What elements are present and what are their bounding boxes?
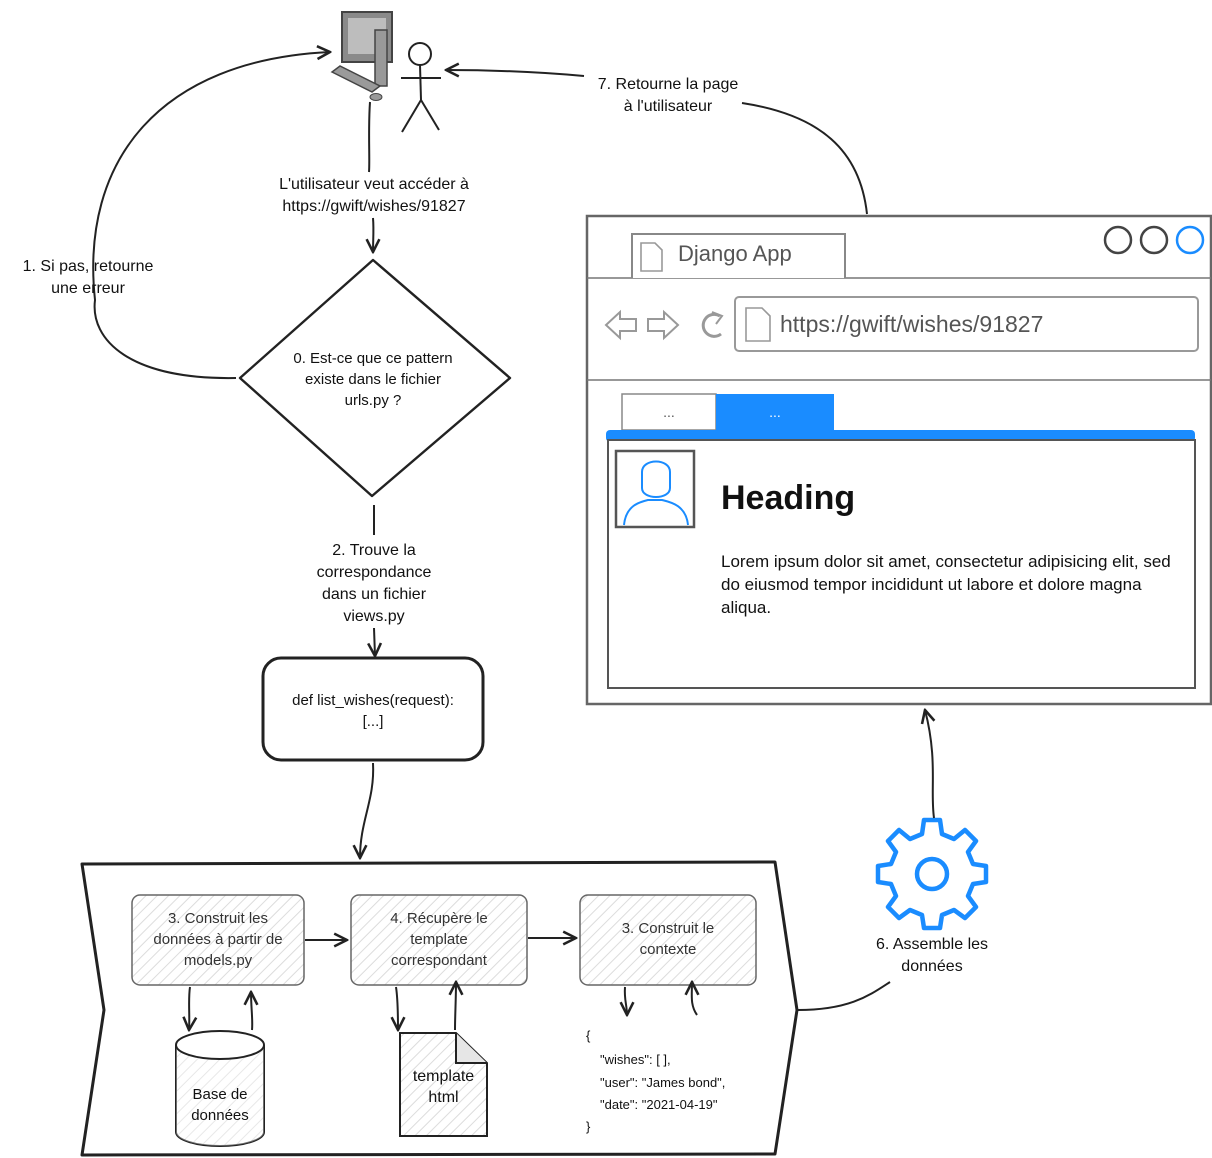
decision-line-1: 0. Est-ce que ce pattern	[293, 350, 453, 367]
request-label-text: L'utilisateur veut accéder à	[279, 176, 469, 193]
forward-arrow-icon[interactable]	[647, 309, 680, 341]
json-to-context-arrow	[692, 982, 697, 1016]
return-page-connector	[741, 102, 868, 215]
step-template-text: 4. Récupère le template correspondant	[351, 908, 527, 971]
match-path-label: 2. Trouve la correspondance dans un fich…	[284, 540, 464, 628]
request-url-text: https://gwift/wishes/91827	[282, 198, 466, 215]
view-to-pipeline-arrow	[360, 762, 375, 858]
step-models-line-3: models.py	[183, 952, 253, 969]
request-connector	[368, 101, 371, 173]
match-line-3: dans un fichier	[321, 586, 427, 603]
database-line-2: données	[191, 1107, 249, 1124]
decision-label: 0. Est-ce que ce pattern existe dans le …	[262, 348, 484, 411]
return-page-arrow	[446, 70, 585, 76]
return-page-line-1: 7. Retourne la page	[597, 76, 739, 93]
page-tab-inactive-label[interactable]: ...	[663, 404, 675, 420]
back-arrow-icon[interactable]	[604, 309, 637, 341]
view-function-box	[261, 656, 485, 762]
match-line-4: views.py	[343, 608, 405, 625]
match-line-2: correspondance	[316, 564, 432, 581]
template-file-icon	[399, 1032, 488, 1137]
error-loop-arrow	[92, 52, 330, 380]
page-tab-active[interactable]	[716, 394, 834, 430]
step-box-models	[131, 894, 305, 986]
step-box-context	[579, 894, 757, 986]
page-tab-active-label[interactable]: ...	[769, 404, 781, 420]
view-function-line-2: [...]	[362, 713, 384, 730]
request-label: L'utilisateur veut accéder à https://gwi…	[240, 174, 508, 218]
view-function-text: def list_wishes(request): [...]	[265, 690, 481, 732]
error-line-1: 1. Si pas, retourne	[22, 258, 154, 275]
return-page-line-2: à l'utilisateur	[623, 98, 713, 115]
window-control-close[interactable]	[1175, 225, 1205, 255]
json-open: {	[586, 1028, 591, 1043]
assemble-line-2: données	[901, 958, 963, 975]
match-line-1: 2. Trouve la	[332, 542, 416, 559]
pipeline-to-gear-connector	[797, 981, 891, 1011]
db-to-models-arrow	[251, 992, 252, 1031]
return-page-label: 7. Retourne la page à l'utilisateur	[582, 74, 754, 118]
decision-line-3: urls.py ?	[344, 392, 402, 409]
assemble-line-1: 6. Assemble les	[875, 936, 989, 953]
database-line-1: Base de	[192, 1086, 248, 1103]
step-context-text: 3. Construit le contexte	[580, 918, 756, 960]
step-context-line-2: contexte	[639, 941, 697, 958]
step-models-line-2: données à partir de	[153, 931, 283, 948]
json-wishes: "wishes": [ ],	[600, 1052, 671, 1067]
computer-icon	[330, 11, 393, 101]
step-template-line-3: correspondant	[391, 952, 487, 969]
context-to-json-arrow	[625, 986, 627, 1015]
decision-diamond	[238, 258, 512, 498]
json-close: }	[586, 1119, 591, 1134]
assemble-label: 6. Assemble les données	[852, 934, 1012, 978]
template-file-line-1: template	[412, 1068, 475, 1085]
window-control-maximize[interactable]	[1139, 225, 1169, 255]
match-arrow	[374, 627, 375, 656]
error-line-2: une erreur	[51, 280, 125, 297]
database-label: Base de données	[176, 1084, 264, 1126]
avatar	[614, 449, 696, 529]
reload-icon[interactable]	[701, 311, 724, 338]
gear-to-browser-arrow	[925, 710, 934, 819]
step-box-template	[350, 894, 528, 986]
step-models-line-1: 3. Construit les	[167, 910, 269, 927]
browser-tab-title[interactable]: Django App	[678, 241, 792, 266]
database-icon	[175, 1030, 265, 1147]
content-body-text: Lorem ipsum dolor sit amet, consectetur …	[721, 552, 1171, 617]
address-bar[interactable]: https://gwift/wishes/91827	[780, 311, 1044, 337]
json-user: "user": "James bond",	[600, 1075, 726, 1090]
step-context-line-1: 3. Construit le	[621, 920, 715, 937]
json-date: "date": "2021-04-19"	[600, 1097, 718, 1112]
models-to-db-arrow	[189, 986, 190, 1030]
file-to-template-arrow	[455, 982, 456, 1031]
window-control-minimize[interactable]	[1103, 225, 1133, 255]
step-template-line-2: template	[410, 931, 468, 948]
content-card	[607, 439, 1196, 689]
template-file-line-2: html	[428, 1089, 459, 1106]
view-function-line-1: def list_wishes(request):	[292, 692, 454, 709]
gear-icon	[875, 817, 989, 931]
error-path-label: 1. Si pas, retourne une erreur	[0, 256, 176, 300]
template-to-file-arrow	[396, 986, 398, 1030]
template-file-label: template html	[400, 1066, 487, 1108]
step-models-text: 3. Construit les données à partir de mod…	[132, 908, 304, 971]
decision-line-2: existe dans le fichier	[305, 371, 441, 388]
content-heading: Heading	[721, 479, 856, 517]
user-icon	[401, 42, 441, 133]
step-template-line-1: 4. Récupère le	[390, 910, 488, 927]
